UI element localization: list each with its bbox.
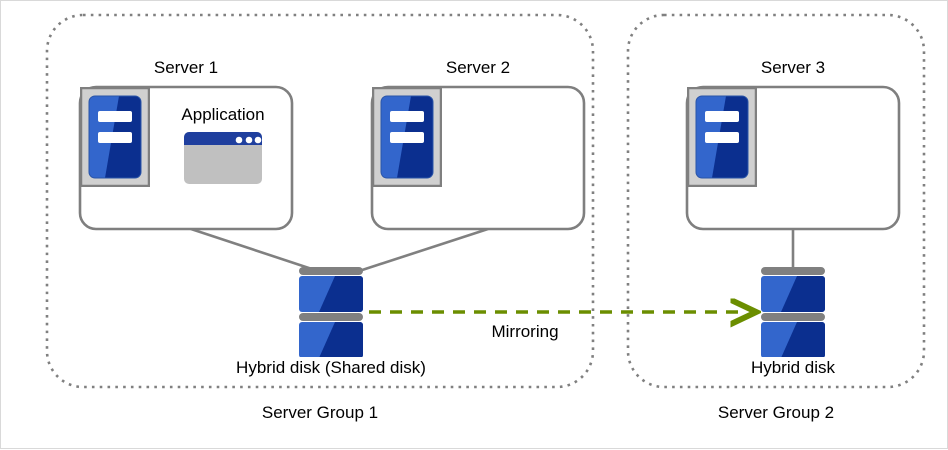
group-label-server-group-1: Server Group 1 [261, 403, 379, 422]
disk-icon-hybrid-disk-shared [299, 267, 363, 358]
connector-server2-disk1 [352, 227, 489, 275]
disk-icon-hybrid-disk [761, 267, 825, 358]
mirroring-label: Mirroring [491, 322, 559, 341]
group-box-server-group-1 [45, 13, 595, 389]
server-label-server-3: Server 3 [760, 58, 826, 77]
connector-server1-disk1 [190, 227, 325, 275]
server-label-server-2: Server 2 [445, 58, 511, 77]
group-label-server-group-2: Server Group 2 [717, 403, 835, 422]
server-icon-server-3 [688, 88, 756, 186]
group-box-server-group-2 [626, 13, 926, 389]
application-label: Application [181, 105, 265, 124]
application-window-icon [184, 132, 262, 184]
server-icon-server-1 [81, 88, 149, 186]
server-label-server-1: Server 1 [153, 58, 219, 77]
disk-label-hybrid-disk-shared: Hybrid disk (Shared disk) [236, 358, 426, 377]
connector-lines [190, 227, 795, 275]
disk-label-hybrid-disk: Hybrid disk [750, 358, 836, 377]
server-icon-server-2 [373, 88, 441, 186]
